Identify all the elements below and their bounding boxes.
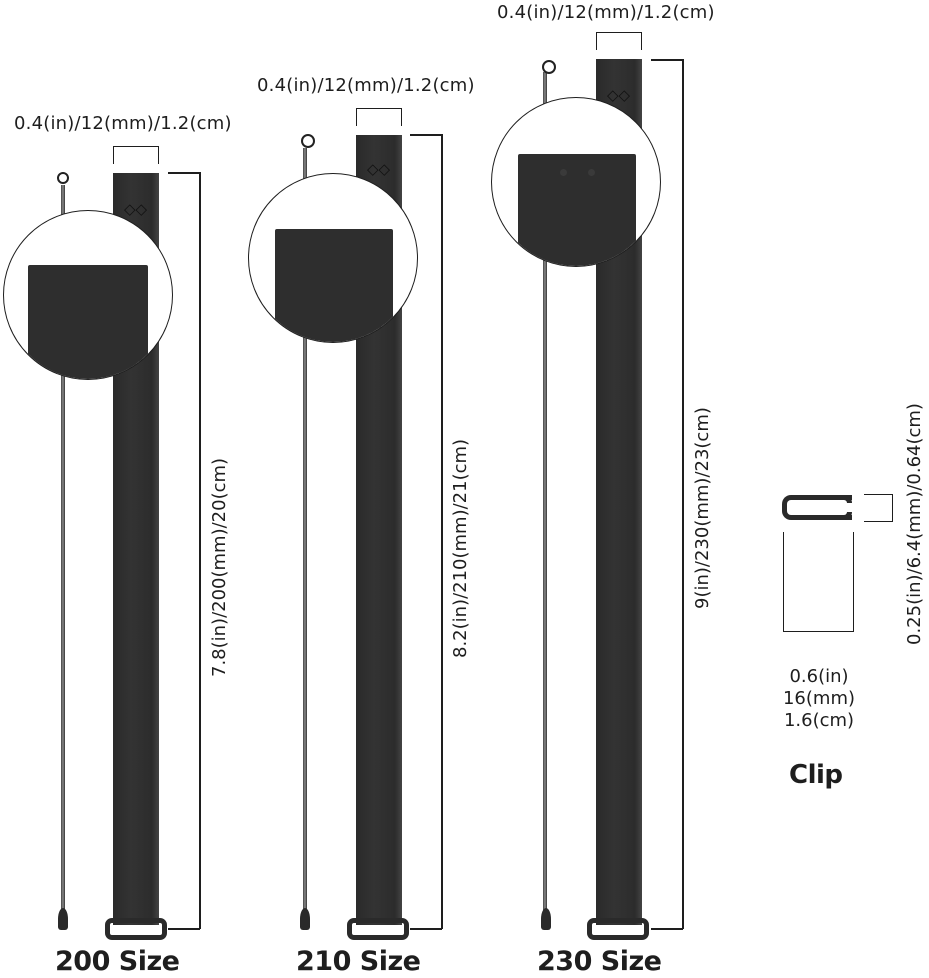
strap-210-loop-icon: [301, 134, 315, 148]
strap-210-wire: [303, 148, 307, 915]
strap-210-dim-top: [410, 134, 442, 136]
strap-210-size-label: 210 Size: [296, 946, 421, 977]
clip-width-label: 0.6(in) 16(mm) 1.6(cm): [760, 666, 878, 732]
strap-210-length-label: 8.2(in)/210(mm)/21(cm): [450, 438, 471, 658]
strap-230-dim-bottom: [651, 928, 683, 930]
strap-230-buckle-icon: [587, 918, 649, 940]
clip-shape-bottom-end: [838, 512, 852, 520]
strap-210-width-bracket: [356, 108, 402, 126]
strap-230-dim-top: [651, 59, 683, 61]
clip-shape-icon: [782, 495, 852, 520]
strap-210-buckle-icon: [347, 918, 409, 940]
clip-title: Clip: [789, 760, 843, 790]
strap-200-length-label: 7.8(in)/200(mm)/20(cm): [209, 457, 230, 677]
strap-230-length-label: 9(in)/230(mm)/23(cm): [692, 407, 713, 609]
strap-200-wire: [61, 185, 65, 915]
strap-200-size-label: 200 Size: [55, 946, 180, 977]
logo-icon: ◇◇: [367, 160, 391, 178]
strap-210-dim-bottom: [410, 928, 442, 930]
strap-230-size-label: 230 Size: [537, 946, 662, 977]
strap-200-width-label: 0.4(in)/12(mm)/1.2(cm): [14, 113, 232, 134]
logo-icon: ◇◇: [607, 86, 631, 104]
strap-200-width-bracket: [113, 146, 159, 164]
strap-230-loop-icon: [542, 60, 556, 74]
clip-width-cm: 1.6(cm): [783, 710, 855, 731]
strap-200-buckle-icon: [105, 918, 167, 940]
strap-210-width-label: 0.4(in)/12(mm)/1.2(cm): [257, 75, 475, 96]
strap-230-tip-icon: [541, 908, 551, 930]
strap-210-dim-vertical: [441, 134, 443, 929]
logo-icon: ◇◇: [124, 200, 148, 218]
clip-width-mm: 16(mm): [782, 688, 856, 709]
strap-210-tip-icon: [300, 908, 310, 930]
clip-width-bracket: [783, 532, 854, 632]
strap-200-tip-icon: [58, 908, 68, 930]
clip-width-in: 0.6(in): [789, 666, 849, 687]
strap-200-dim-bottom: [168, 928, 200, 930]
strap-200-dim-vertical: [199, 172, 201, 929]
clip-height-label: 0.25(in)/6.4(mm)/0.64(cm): [904, 403, 925, 645]
strap-230-wire: [543, 72, 547, 915]
clip-height-bracket: [864, 494, 893, 522]
strap-230-zoom-circle: [491, 97, 661, 267]
strap-200-zoom-circle: [3, 210, 173, 380]
strap-200-loop-icon: [57, 172, 69, 184]
clip-shape-top-end: [838, 495, 852, 503]
strap-230-dim-vertical: [682, 59, 684, 929]
strap-210-zoom-circle: [248, 173, 418, 343]
strap-200-dim-top: [168, 172, 200, 174]
strap-230-width-label: 0.4(in)/12(mm)/1.2(cm): [497, 2, 715, 23]
strap-230-width-bracket: [596, 32, 642, 50]
